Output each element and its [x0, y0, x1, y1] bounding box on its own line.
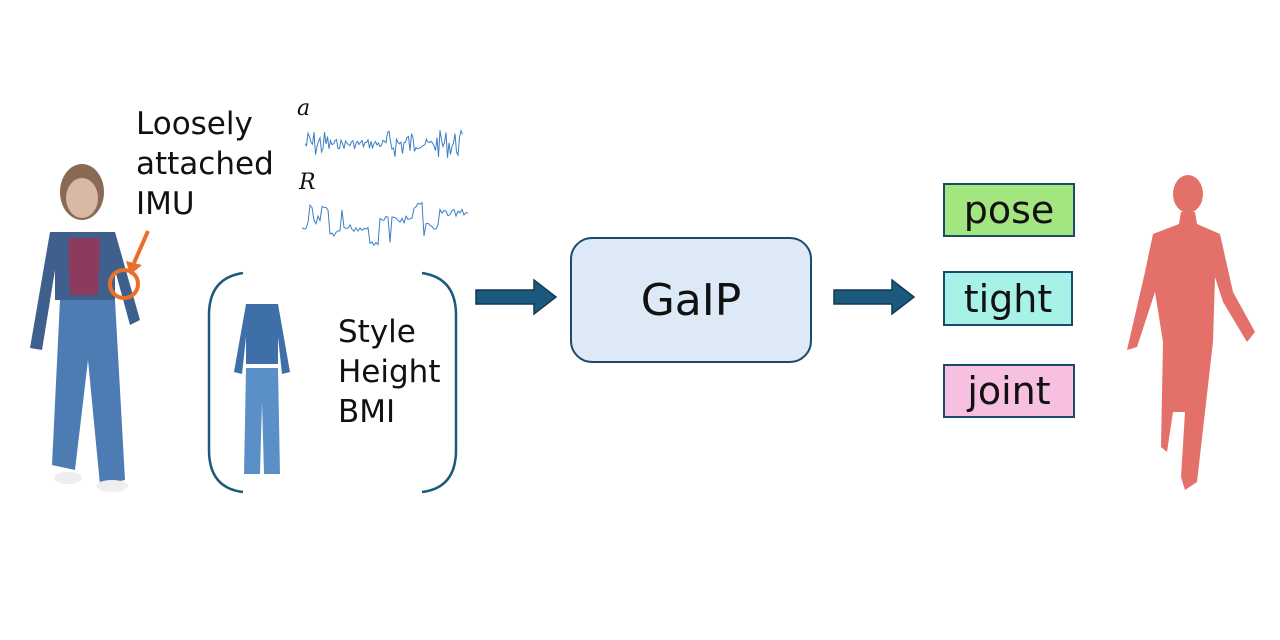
model-box: GaIP — [570, 237, 812, 363]
imu-label-line: IMU — [136, 186, 195, 222]
attribute-bmi: BMI — [338, 394, 396, 430]
attribute-style: Style — [338, 314, 416, 350]
body-mesh — [1127, 175, 1255, 490]
person-photo — [30, 164, 140, 492]
output-arrow-icon — [833, 278, 916, 316]
imu-label-line: Loosely — [136, 106, 253, 142]
output-pose: pose — [943, 183, 1075, 237]
attribute-list: Style Height BMI — [338, 312, 440, 432]
imu-label-line: attached — [136, 146, 274, 182]
attribute-bracket — [207, 271, 458, 494]
rot-signal — [302, 201, 469, 247]
imu-label: Loosely attached IMU — [136, 104, 274, 224]
acc-signal — [305, 129, 463, 158]
acc-symbol: a — [297, 96, 311, 121]
rot-symbol: R — [299, 170, 316, 195]
attribute-height: Height — [338, 354, 441, 390]
clothing-image — [234, 304, 290, 474]
output-joint: joint — [943, 364, 1075, 418]
output-tight: tight — [943, 271, 1073, 326]
imu-highlight — [108, 230, 150, 300]
imu-circle — [108, 268, 140, 300]
input-arrow-icon — [475, 278, 558, 316]
